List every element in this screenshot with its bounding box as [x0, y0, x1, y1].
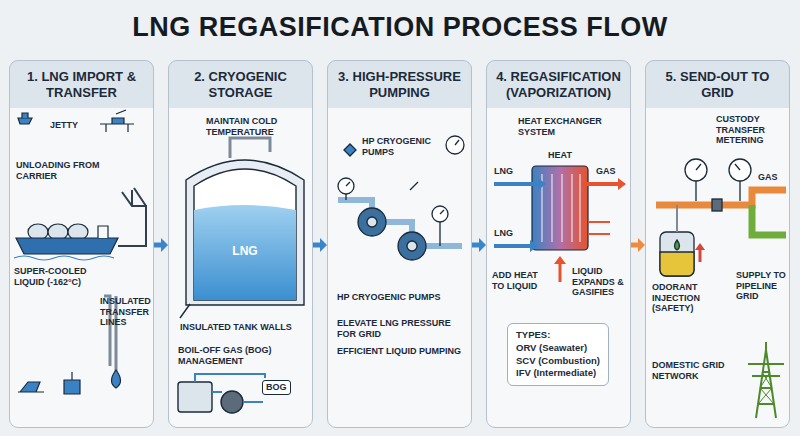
label: ODORANT INJECTION (SAFETY) — [652, 282, 732, 314]
flow-arrow — [472, 238, 486, 252]
pump-train — [338, 136, 464, 260]
stage-panel: 3. HIGH-PRESSURE PUMPING — [327, 60, 472, 428]
label: GAS — [758, 172, 788, 183]
label: INSULATED TANK WALLS — [180, 322, 300, 333]
label: UNLOADING FROM CARRIER — [16, 160, 106, 181]
flow-arrow — [313, 238, 327, 252]
types-box: TYPES:ORV (Seawater)SCV (Combustion)IFV … — [507, 323, 609, 386]
flow-arrow — [154, 238, 168, 252]
label: DOMESTIC GRID NETWORK — [652, 360, 742, 381]
label: GAS — [596, 166, 626, 177]
label: EFFICIENT LIQUID PUMPING — [337, 346, 462, 357]
stage-panel: 1. LNG IMPORT & TRANSFER — [9, 60, 154, 428]
label: SUPER-COOLED LIQUID (-162°C) — [14, 266, 114, 287]
label: HP CRYOGENIC PUMPS — [362, 136, 448, 157]
label: ADD HEAT TO LIQUID — [492, 270, 552, 291]
stage-heading: 4. REGASIFICATION (VAPORIZATION) — [487, 61, 630, 100]
label: BOIL-OFF GAS (BOG) MANAGEMENT — [178, 345, 298, 366]
stage-heading: 5. SEND-OUT TO GRID — [646, 61, 789, 100]
stage-heading: 3. HIGH-PRESSURE PUMPING — [328, 61, 471, 100]
label: BOG — [262, 380, 291, 395]
heat-exchanger — [494, 166, 626, 282]
label: HP CRYOGENIC PUMPS — [337, 292, 462, 303]
label: LNG — [494, 166, 524, 177]
label: ELEVATE LNG PRESSURE FOR GRID — [337, 318, 462, 339]
types-item: IFV (Intermediate) — [516, 367, 600, 380]
stage-panel: 4. REGASIFICATION (VAPORIZATION) TYPES:OR… — [486, 60, 631, 428]
label: JETTY — [50, 120, 90, 131]
flow-arrow — [631, 238, 645, 252]
diagram-title: LNG REGASIFICATION PROCESS FLOW — [0, 12, 800, 43]
label: SUPPLY TO PIPELINE GRID — [736, 270, 788, 302]
label: INSULATED TRANSFER LINES — [100, 296, 152, 328]
types-heading: TYPES: — [516, 329, 600, 342]
label: MAINTAIN COLD TEMPERATURE — [206, 116, 306, 137]
storage-tank — [178, 138, 304, 413]
stage-heading: 1. LNG IMPORT & TRANSFER — [10, 61, 153, 100]
label: LIQUID EXPANDS & GASIFIES — [572, 266, 628, 298]
ship-and-jetty — [14, 110, 146, 394]
types-item: SCV (Combustion) — [516, 355, 600, 368]
stage-heading: 2. CRYOGENIC STORAGE — [169, 61, 312, 100]
label: LNG — [176, 244, 314, 258]
label: CUSTODY TRANSFER METERING — [716, 114, 786, 146]
types-item: ORV (Seawater) — [516, 342, 600, 355]
label: LNG — [494, 228, 524, 239]
label: HEAT EXCHANGER SYSTEM — [518, 116, 618, 137]
label: HEAT — [540, 150, 580, 161]
panel-grounds — [9, 60, 790, 428]
